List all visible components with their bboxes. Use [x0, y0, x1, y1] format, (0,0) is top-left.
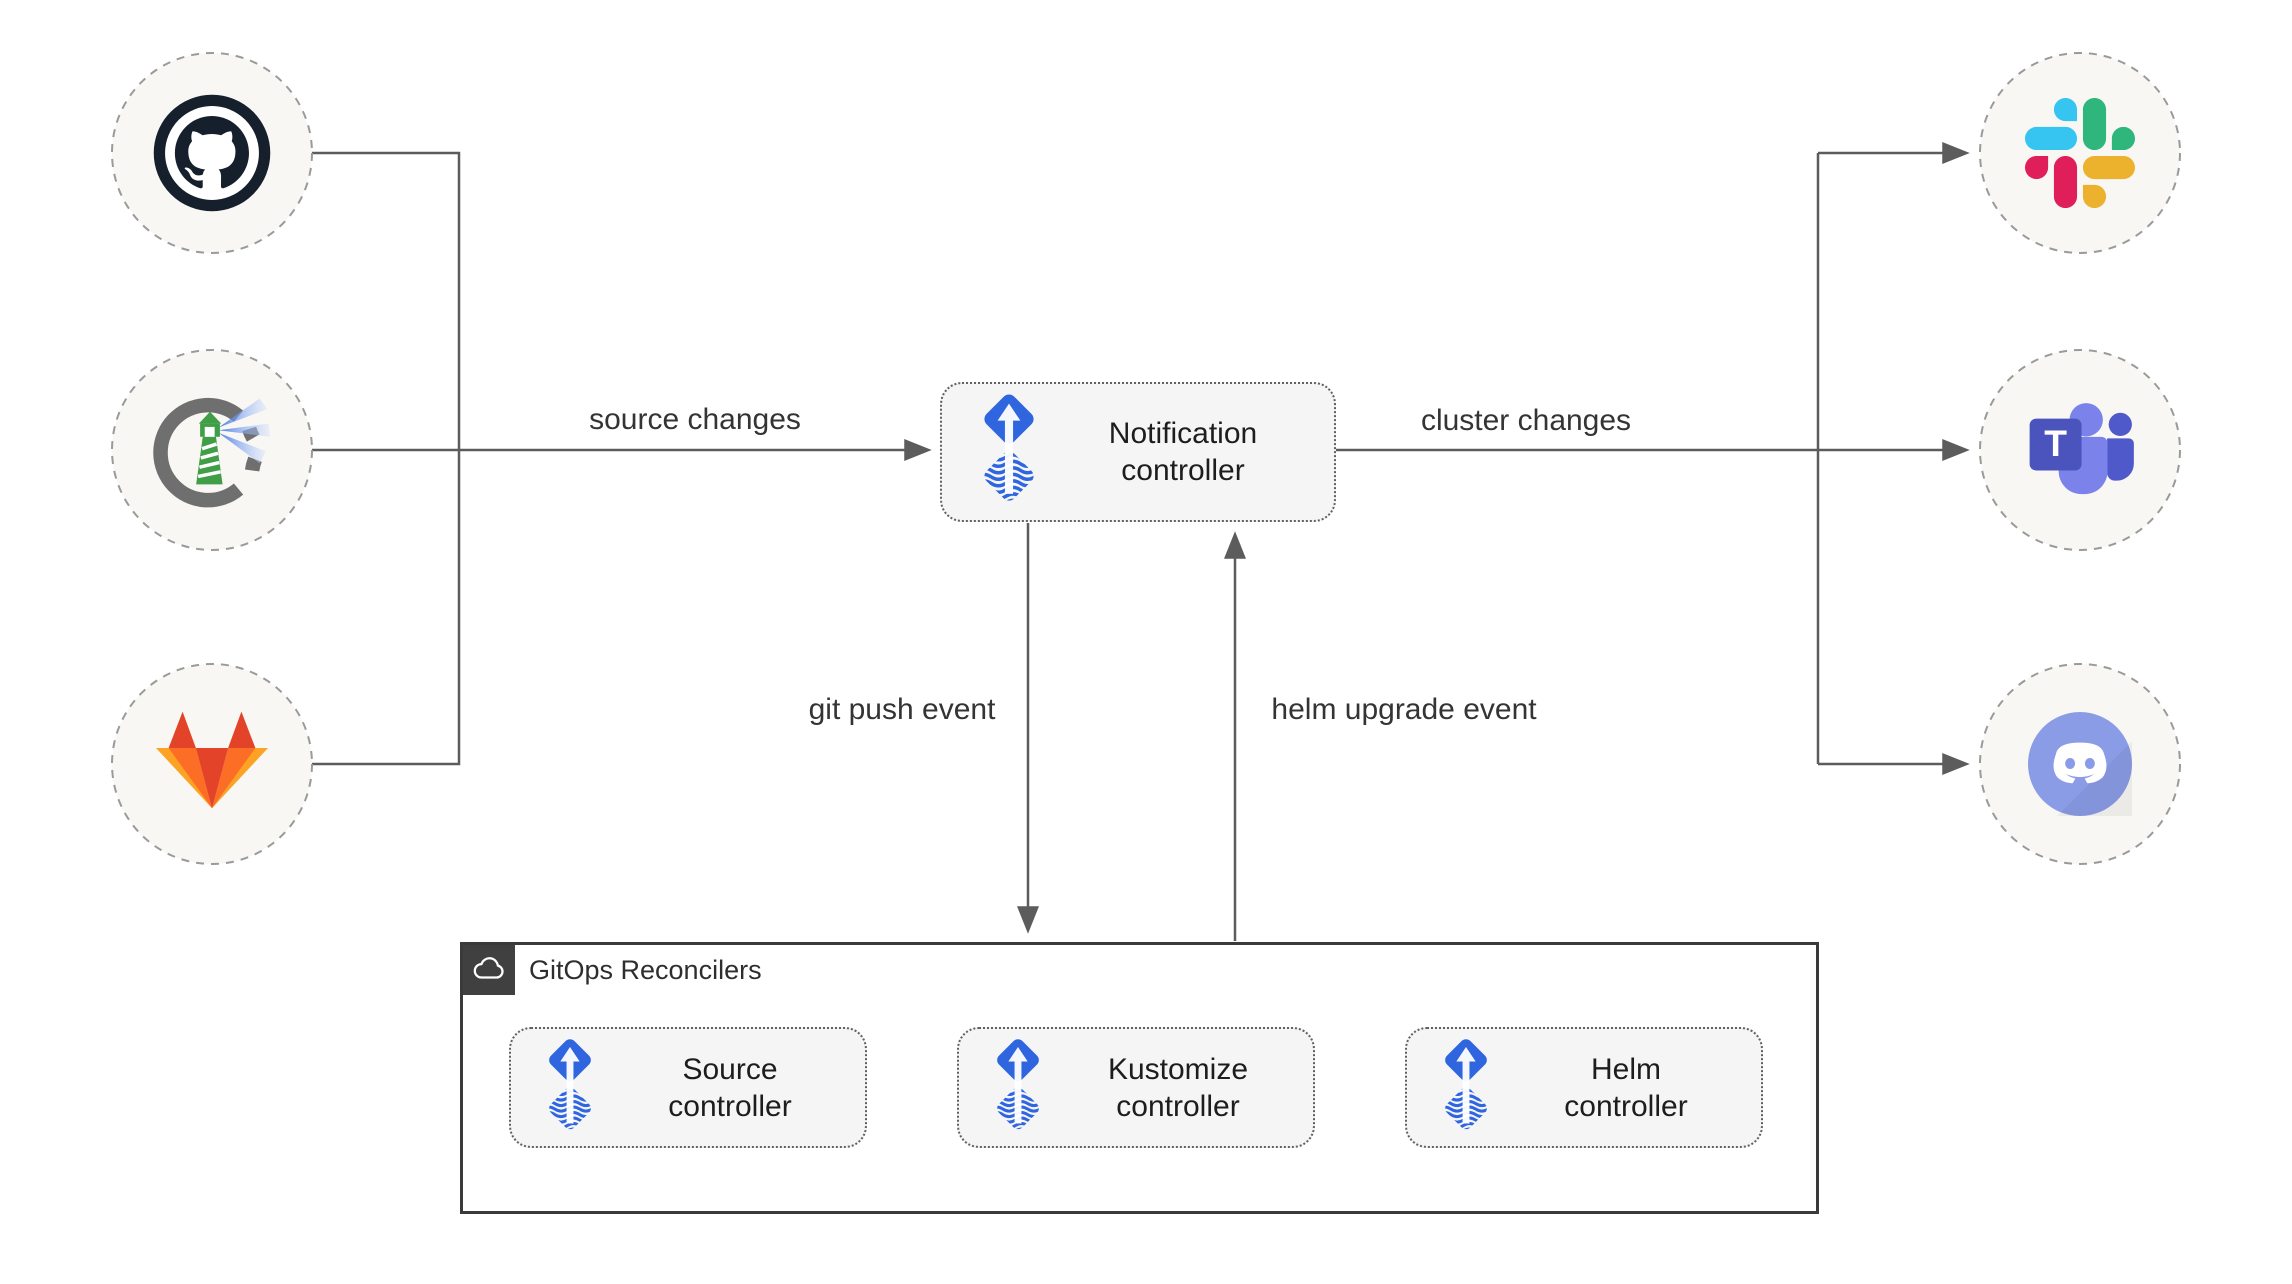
flux-icon	[1431, 1038, 1501, 1138]
kustomize-controller-label: Kustomize controller	[1107, 1052, 1249, 1123]
node-github[interactable]	[111, 52, 313, 254]
flux-icon	[983, 1038, 1053, 1138]
github-icon	[159, 100, 264, 205]
node-slack[interactable]	[1979, 52, 2181, 254]
notification-controller-label: Notification controller	[1108, 417, 1258, 487]
gitops-reconcilers-title: GitOps Reconcilers	[529, 954, 762, 985]
edge-github-to-junction	[309, 151, 461, 766]
helm-controller-box[interactable]: Helm controller	[1405, 1027, 1763, 1148]
discord-icon	[2028, 712, 2132, 816]
node-discord[interactable]	[1979, 663, 2181, 865]
node-gitlab[interactable]	[111, 663, 313, 865]
source-controller-label: Source controller	[668, 1052, 792, 1123]
gitops-reconcilers-header: GitOps Reconcilers	[463, 945, 762, 995]
edge-label-cluster-changes: cluster changes	[1412, 404, 1640, 438]
flux-icon	[535, 1038, 605, 1138]
notification-controller-box[interactable]: Notification controller	[940, 382, 1336, 522]
node-harbor[interactable]	[111, 349, 313, 551]
edge-label-git-push-event: git push event	[800, 693, 1004, 727]
cloud-icon	[471, 952, 507, 988]
source-controller-box[interactable]: Source controller	[509, 1027, 867, 1148]
helm-controller-label: Helm controller	[1564, 1052, 1688, 1123]
cloud-badge	[463, 945, 515, 995]
flux-icon	[968, 393, 1050, 511]
node-teams[interactable]	[1979, 349, 2181, 551]
edge-label-source-changes: source changes	[581, 403, 809, 437]
edge-label-helm-upgrade-event: helm upgrade event	[1263, 693, 1545, 727]
kustomize-controller-box[interactable]: Kustomize controller	[957, 1027, 1315, 1148]
